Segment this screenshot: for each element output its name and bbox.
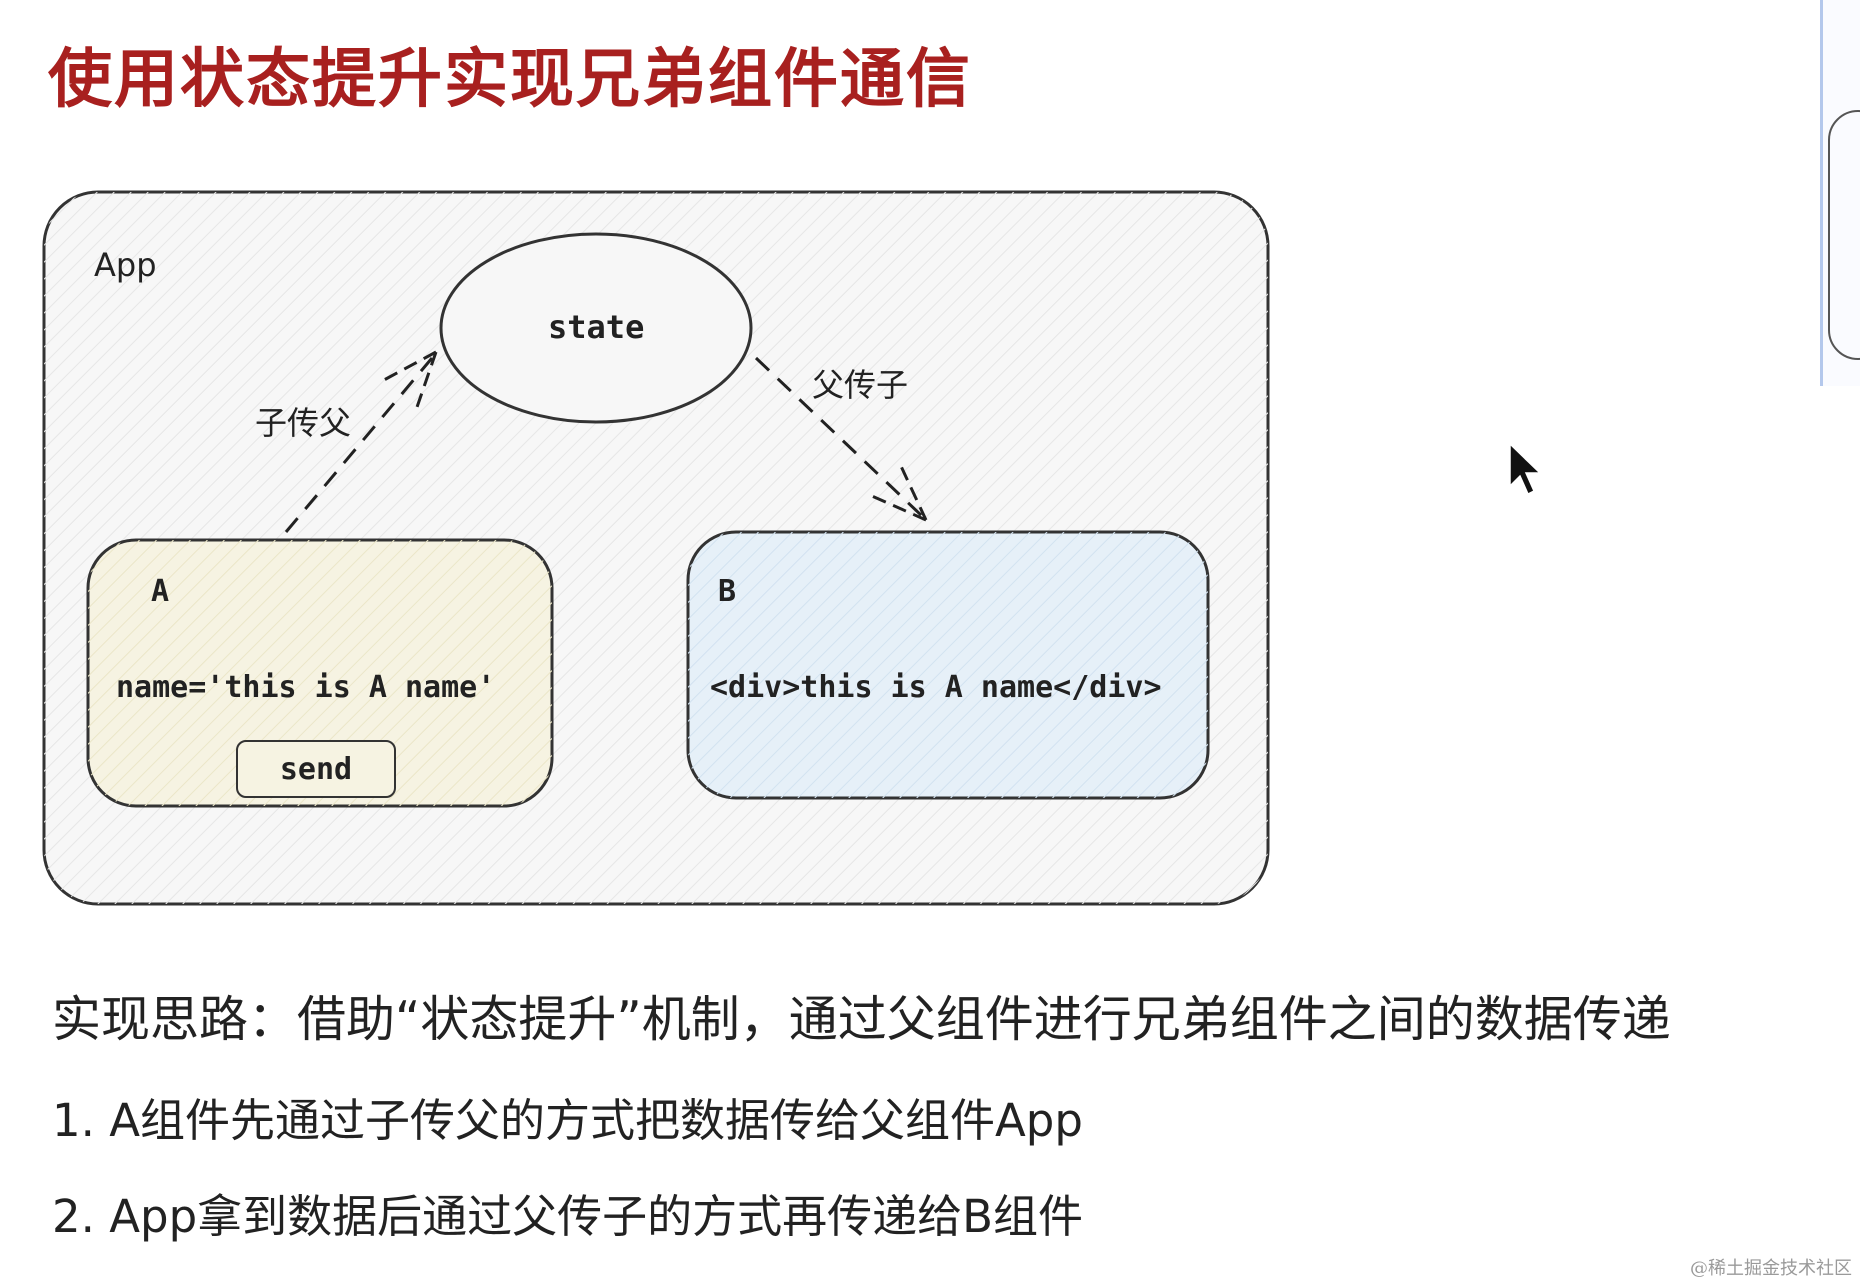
parent-to-child-label: 父传子 [812, 366, 909, 404]
side-panel-edge [1820, 0, 1860, 386]
step-2: 2. App拿到数据后通过父传子的方式再传递给B组件 [52, 1190, 1084, 1243]
child-to-parent-arrow [284, 350, 438, 533]
component-b-code: <div>this is A name</div> [710, 670, 1162, 705]
state-label: state [548, 308, 645, 346]
component-b-title: B [718, 574, 737, 609]
implementation-idea: 实现思路：借助“状态提升”机制，通过父组件进行兄弟组件之间的数据传递 [52, 991, 1671, 1048]
parent-to-child-arrow [754, 356, 928, 522]
component-a-code: name='this is A name' [116, 670, 496, 705]
state-node [439, 232, 753, 424]
mouse-cursor-icon [1509, 442, 1542, 496]
component-a-title: A [151, 574, 170, 609]
child-to-parent-label: 子传父 [255, 404, 352, 442]
slide-title: 使用状态提升实现兄弟组件通信 [48, 43, 972, 117]
component-a-box [86, 538, 554, 808]
step-1: 1. A组件先通过子传父的方式把数据传给父组件App [52, 1094, 1083, 1147]
component-b-box [686, 530, 1210, 800]
watermark: @稀土掘金技术社区 [1690, 1258, 1852, 1279]
send-button[interactable]: send [236, 740, 396, 798]
app-label: App [94, 246, 157, 284]
